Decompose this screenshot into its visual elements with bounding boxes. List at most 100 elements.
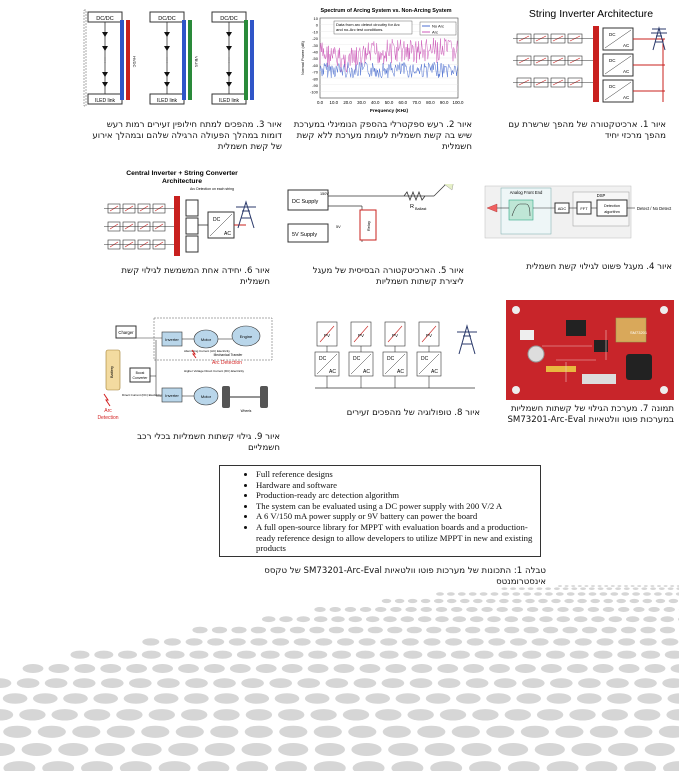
decor-dot xyxy=(213,678,236,688)
decor-dot xyxy=(658,725,679,738)
decor-dot xyxy=(634,709,661,721)
figure-5-caption: איור 5. הארכיטקטורה הבסיסית של מעגל ליצי… xyxy=(312,266,464,287)
decor-dot xyxy=(328,626,344,634)
decor-dot xyxy=(427,650,447,659)
x-tick-label: 20.0 xyxy=(343,100,352,105)
decor-dot xyxy=(461,743,492,756)
svg-text:AC: AC xyxy=(397,369,404,375)
decor-dot xyxy=(275,761,307,771)
decor-dot xyxy=(152,664,174,673)
decor-dot xyxy=(634,678,657,688)
decor-dot xyxy=(469,761,501,771)
decor-dot xyxy=(157,678,180,688)
decor-dot xyxy=(403,650,423,659)
svg-text:Charger: Charger xyxy=(118,330,134,335)
svg-text:VBUS: VBUS xyxy=(194,56,199,67)
y-tick-label: 10 xyxy=(314,16,319,21)
decor-dot xyxy=(430,761,463,771)
decor-dot xyxy=(667,693,679,704)
svg-text:5V Supply: 5V Supply xyxy=(292,232,317,238)
decor-dot xyxy=(675,592,679,596)
decor-dot xyxy=(435,616,449,623)
decor-dot xyxy=(181,709,208,721)
svg-text:PV: PV xyxy=(358,333,364,338)
decor-dot xyxy=(663,585,668,587)
svg-text:Motor: Motor xyxy=(201,394,212,399)
decor-dot xyxy=(555,725,584,738)
svg-text:DC Supply: DC Supply xyxy=(292,199,319,205)
decor-dot xyxy=(629,598,640,604)
decor-dot xyxy=(615,587,621,590)
decor-dot xyxy=(141,725,170,738)
feature-item: A full open-source library for MPPT with… xyxy=(256,522,534,554)
decor-dot xyxy=(272,638,290,646)
x-tick-label: 90.0 xyxy=(440,100,449,105)
svg-text:AC: AC xyxy=(363,369,370,375)
decor-dot xyxy=(564,585,569,587)
decor-dot xyxy=(648,607,660,612)
decor-dot xyxy=(51,709,78,721)
decor-dot xyxy=(106,725,135,738)
decor-dot xyxy=(451,607,463,612)
svg-text:DC/DC: DC/DC xyxy=(158,16,175,22)
figure-2: Spectrum of Arcing System vs. Non-Arcing… xyxy=(296,4,466,114)
svg-text:AC: AC xyxy=(623,95,630,100)
decor-dot xyxy=(607,693,632,704)
decor-dot xyxy=(499,598,509,604)
decor-dot xyxy=(375,709,402,721)
svg-text:Wheels: Wheels xyxy=(241,409,252,413)
decor-dot xyxy=(572,607,584,612)
decor-dot xyxy=(229,664,251,673)
decor-dot xyxy=(510,638,527,646)
svg-text:ADC: ADC xyxy=(558,206,567,211)
decor-dot xyxy=(418,616,432,623)
decor-dot xyxy=(83,709,111,721)
decor-dot xyxy=(534,592,542,596)
decor-dot xyxy=(562,587,569,590)
svg-text:DC: DC xyxy=(213,217,221,223)
decor-dot xyxy=(566,592,575,596)
decor-dot xyxy=(488,638,506,646)
decor-dot xyxy=(606,678,629,688)
svg-text:PV: PV xyxy=(426,333,432,338)
decor-dot xyxy=(241,678,264,688)
decor-dot xyxy=(439,709,467,721)
svg-text:AC: AC xyxy=(224,231,231,237)
decor-dot xyxy=(501,587,508,590)
pv-strings xyxy=(104,203,174,250)
evaluation-board-image: SM73201 xyxy=(506,300,674,400)
decor-dot xyxy=(358,638,376,646)
decor-dot xyxy=(309,626,325,634)
decor-dot xyxy=(445,626,461,634)
decor-dot xyxy=(660,616,674,623)
decor-dot xyxy=(33,693,58,704)
decor-dot xyxy=(293,638,311,646)
decor-dot xyxy=(192,626,208,634)
y-tick-label: -60 xyxy=(312,63,319,68)
decor-dot xyxy=(512,592,521,596)
decor-dot xyxy=(424,743,455,756)
decor-dot xyxy=(663,761,679,771)
decor-dot xyxy=(599,592,608,596)
decor-dot xyxy=(313,761,346,771)
decor-dot xyxy=(597,587,604,590)
x-axis-label: Frequency (KHz) xyxy=(370,108,409,114)
dcdc-column-2: DC/DC ILED link ⋮ VBUS xyxy=(149,11,199,105)
decor-dot xyxy=(19,709,46,721)
decor-dot xyxy=(352,761,385,771)
ballast-resistor xyxy=(403,190,426,202)
decor-dot xyxy=(473,598,483,604)
decor-dot xyxy=(100,664,122,673)
figure-9-caption: איור 9. גילוי קשתות חשמליות בכלי רכב חשמ… xyxy=(137,432,280,453)
figure-6: Central Inverter + String Converter Arch… xyxy=(96,166,266,262)
charger-box xyxy=(115,325,137,339)
decor-dot xyxy=(387,626,403,634)
decor-dot xyxy=(487,616,501,623)
decor-dot xyxy=(452,616,466,623)
decor-dot xyxy=(526,607,539,612)
feature-item: Full reference designs xyxy=(256,469,534,480)
decor-dot xyxy=(571,585,576,587)
svg-text:DC: DC xyxy=(319,356,327,362)
decor-dot xyxy=(255,664,277,673)
decor-dot xyxy=(178,664,199,673)
